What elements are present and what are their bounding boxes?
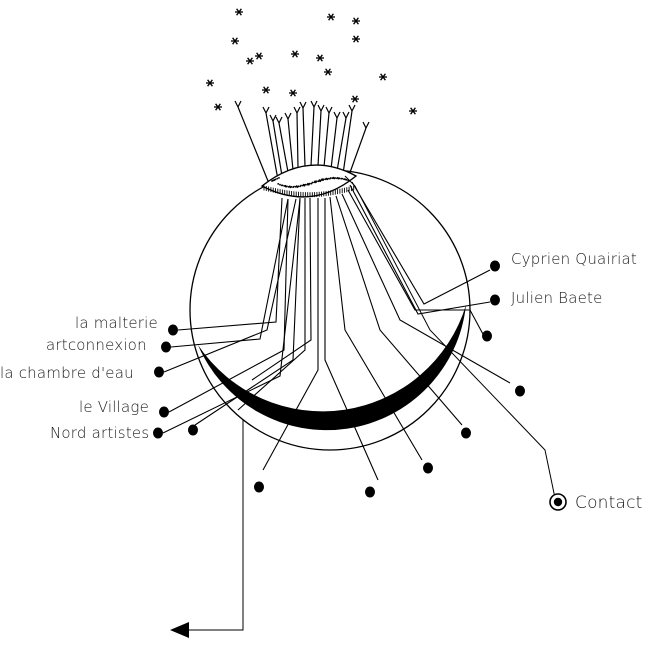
left-links-group: la malterie artconnexion la chambre d'eau l… <box>0 197 301 442</box>
link-line <box>177 197 283 331</box>
back-arrow-link[interactable] <box>170 420 244 638</box>
dot-icon <box>423 462 433 474</box>
link-dot-icon <box>153 427 163 439</box>
arrow-left-icon <box>170 622 189 638</box>
nav-label-nord: Nord artistes <box>50 424 149 442</box>
star-icon <box>246 57 254 65</box>
star-icon <box>206 79 214 87</box>
star-icon <box>289 89 297 97</box>
link-line <box>349 184 491 315</box>
nav-label-chambre: la chambre d'eau <box>0 364 134 382</box>
star-icon <box>351 95 359 103</box>
star-icon <box>409 107 417 115</box>
star-icon <box>352 17 360 25</box>
nav-label-cyprien: Cyprien Quairiat <box>511 250 637 268</box>
star-icon <box>324 68 332 76</box>
nav-link-julien[interactable]: Julien Baete <box>349 184 603 315</box>
nav-link-nord[interactable]: Nord artistes <box>50 198 301 442</box>
star-icon <box>255 52 263 60</box>
link-dot-icon <box>490 260 500 272</box>
nav-link-malterie[interactable]: la malterie <box>75 197 283 336</box>
star-icon <box>379 73 387 81</box>
contact-link[interactable]: Contact <box>344 175 643 513</box>
nav-label-artconnexion: artconnexion <box>46 336 147 354</box>
stars-decoration <box>206 8 417 115</box>
link-line <box>351 181 491 305</box>
nav-link-chambre[interactable]: la chambre d'eau <box>0 198 297 382</box>
star-icon <box>214 103 222 111</box>
dot-icon <box>365 486 375 498</box>
dot-icon <box>188 424 198 436</box>
link-line <box>168 198 289 413</box>
star-icon <box>352 35 360 43</box>
dot-icon <box>254 481 264 493</box>
nav-link-cyprien[interactable]: Cyprien Quairiat <box>351 181 637 305</box>
link-dot-icon <box>168 324 178 336</box>
nav-link-village[interactable]: le Village <box>79 198 289 418</box>
star-icon <box>262 86 270 94</box>
star-icon <box>235 8 243 16</box>
nav-link-artconnexion[interactable]: artconnexion <box>46 198 289 354</box>
radio-dot-icon <box>549 493 567 511</box>
link-dot-icon <box>490 294 500 306</box>
link-dot-icon <box>154 366 164 378</box>
star-icon <box>231 37 239 45</box>
link-line <box>162 198 301 434</box>
nav-label-malterie: la malterie <box>75 314 158 332</box>
link-dot-icon <box>159 406 169 418</box>
link-line <box>170 198 289 348</box>
dot-icon <box>461 427 471 439</box>
sprouts-decoration <box>234 100 370 187</box>
dot-icon <box>482 330 492 342</box>
deco-dots <box>188 330 525 498</box>
link-dot-icon <box>161 341 171 353</box>
star-icon <box>327 13 335 21</box>
seed-pod <box>260 164 358 198</box>
dot-icon <box>515 385 525 397</box>
star-icon <box>316 54 324 62</box>
contact-label: Contact <box>575 493 643 513</box>
ray-lines <box>194 189 511 481</box>
nav-label-julien: Julien Baete <box>511 289 603 307</box>
nav-label-village: le Village <box>79 398 149 416</box>
star-icon <box>291 50 299 58</box>
